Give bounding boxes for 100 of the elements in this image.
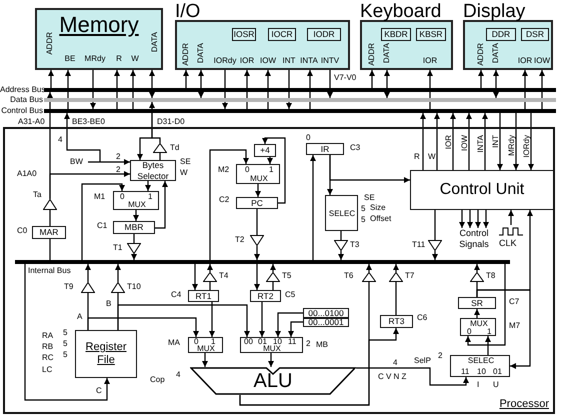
pin-label: IOR: [422, 56, 438, 65]
arrow: [65, 70, 71, 109]
arrow: [239, 328, 399, 406]
register: [303, 308, 349, 318]
register: [250, 290, 281, 302]
signal-caption: Control Signals: [450, 228, 498, 250]
arrow: [207, 264, 213, 272]
arrow: [255, 184, 261, 197]
register: [380, 315, 413, 328]
register: [188, 290, 219, 302]
arrow: [117, 304, 250, 337]
signal-label: RA: [42, 331, 54, 340]
connector-line: [49, 210, 51, 226]
arrow: [209, 149, 249, 260]
edge-label: IOW: [460, 135, 469, 151]
component-label: KBSR: [419, 29, 443, 40]
input-label: 0: [120, 192, 124, 201]
arrow: [474, 264, 480, 272]
arrow: [64, 113, 101, 162]
arrow: [130, 70, 136, 109]
input-label: 10: [477, 367, 486, 376]
arrow: [87, 317, 199, 337]
pin-label: INT: [282, 56, 296, 65]
arrow: [262, 137, 286, 204]
signal-label: C7: [509, 297, 520, 306]
register: [130, 160, 176, 181]
signal-label: 4: [176, 370, 180, 379]
input-label: 00: [244, 337, 253, 346]
arrow: [528, 113, 534, 170]
arrow: [420, 113, 426, 170]
arrow: [513, 113, 519, 170]
edge-label: R: [414, 152, 420, 161]
signal-label: I: [477, 380, 480, 389]
arrow: [209, 302, 215, 337]
multiplexer: [113, 191, 159, 210]
signal-label: T9: [64, 282, 74, 291]
device-register: [268, 28, 296, 41]
arrow: [48, 70, 54, 88]
input-label: 1: [487, 327, 492, 336]
component-title: Processor: [499, 398, 549, 411]
signal-label: C4: [171, 290, 182, 299]
component-label: Register File: [84, 341, 128, 367]
signal-label: T2: [235, 235, 244, 244]
signal-label: T10: [127, 282, 141, 291]
signal-label: C5: [285, 290, 296, 299]
component-label: IR: [320, 144, 330, 154]
signal-label: C V N Z: [378, 372, 406, 381]
multiplexer: [240, 337, 303, 353]
arrow: [88, 159, 130, 165]
device-title: I/O: [175, 1, 200, 22]
component-label: 00...0100: [308, 308, 344, 318]
signal-label: MA: [168, 338, 180, 347]
component-label: IODR: [313, 29, 335, 40]
signal-label: T5: [282, 271, 292, 280]
arrow: [254, 264, 260, 290]
multiplexer: [450, 355, 510, 377]
signal-label: SelP: [414, 356, 431, 365]
input-label: 0: [194, 337, 198, 346]
connector-line: [476, 282, 478, 297]
signal-label: LC: [42, 365, 52, 374]
input-label: MUX: [470, 319, 488, 328]
component-label: RT1: [196, 290, 212, 302]
tristate-buffer: [43, 199, 57, 210]
arrow: [259, 302, 265, 337]
arrow: [522, 70, 528, 109]
signal-label: C1: [97, 221, 108, 230]
arrow: [310, 155, 316, 260]
signal-label: Offset: [370, 214, 392, 223]
component-label: R: [116, 54, 122, 63]
arrow: [133, 210, 139, 221]
arrow: [539, 70, 545, 109]
component-label: RT3: [388, 316, 404, 327]
input-label: 1: [148, 192, 152, 201]
tristate-buffer: [470, 272, 484, 282]
pin-label: INTV: [320, 56, 340, 65]
signal-label: RC: [42, 353, 54, 362]
signal-label: C3: [350, 143, 360, 152]
tristate-buffer: [362, 272, 376, 282]
input-label: MUX: [197, 344, 215, 353]
control-unit: [410, 170, 554, 210]
signal-label: 2: [306, 339, 310, 348]
edge-label: A31-A0: [18, 117, 45, 126]
arrow: [149, 70, 155, 98]
tristate-buffer: [428, 240, 442, 251]
edge-label: BW: [70, 157, 83, 166]
register-file: [75, 330, 137, 378]
component-label: DATA: [150, 32, 159, 52]
input-label: MUX: [128, 200, 146, 209]
edge-label: A1A0: [17, 169, 37, 178]
arrow: [497, 113, 503, 170]
arrow: [155, 181, 168, 229]
arrow: [432, 251, 438, 260]
device-register: [521, 28, 549, 41]
signal-label: 0: [306, 133, 310, 142]
register: [236, 197, 278, 209]
arrow: [268, 353, 274, 367]
pin-label: IORdy: [214, 56, 236, 65]
arrow: [288, 321, 303, 337]
signal-label: 5: [361, 215, 366, 224]
register: [113, 221, 155, 234]
